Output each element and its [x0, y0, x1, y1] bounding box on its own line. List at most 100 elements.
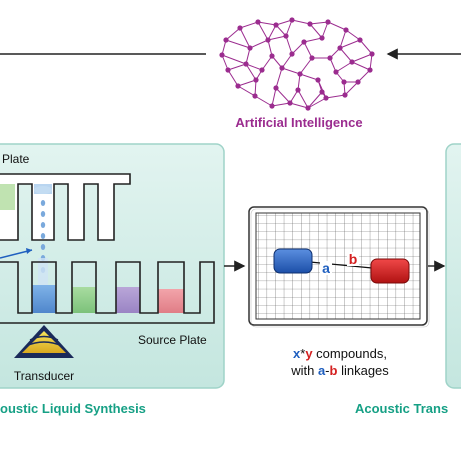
network-edge: [297, 73, 301, 91]
network-edge: [307, 91, 323, 109]
network-edge: [245, 47, 251, 65]
network-node: [279, 65, 285, 71]
ai-label: Artificial Intelligence: [235, 115, 362, 130]
network-node: [349, 59, 355, 65]
synthesis-caption: oustic Liquid Synthesis: [0, 401, 146, 416]
network-edge: [291, 41, 305, 55]
network-node: [315, 77, 321, 83]
source-plate: [0, 261, 215, 324]
network-edge: [237, 79, 257, 87]
network-edge: [271, 102, 291, 107]
network-edge: [307, 97, 327, 109]
network-node: [323, 95, 329, 101]
transducer-label: Transducer: [14, 369, 74, 383]
network-edge: [297, 89, 309, 109]
network-edge: [257, 21, 277, 26]
network-edge: [303, 37, 323, 43]
network-edge: [275, 19, 293, 26]
network-node: [283, 33, 289, 39]
network-edge: [327, 21, 347, 31]
node-a-label: a: [322, 260, 330, 276]
compound-b-node: [370, 258, 410, 284]
network-edge: [344, 81, 359, 96]
network-node: [252, 93, 258, 99]
network-edge: [221, 54, 247, 65]
network-edge: [339, 47, 353, 63]
network-node: [309, 55, 315, 61]
network-edge: [299, 57, 313, 75]
network-node: [343, 27, 349, 33]
network-node: [355, 79, 361, 85]
network-edge: [239, 27, 251, 49]
network-node: [289, 17, 295, 23]
network-node: [367, 67, 373, 73]
network-node: [357, 37, 363, 43]
network-node: [295, 87, 301, 93]
network-edge: [254, 79, 257, 97]
network-edge: [359, 39, 373, 55]
network-node: [253, 77, 259, 83]
network-node: [273, 85, 279, 91]
network-edge: [339, 39, 361, 49]
network-edge: [357, 69, 371, 83]
network-edge: [261, 55, 273, 71]
compounds-line-1: x*y compounds,: [293, 346, 387, 361]
network-edge: [299, 73, 319, 81]
network-edge: [303, 41, 313, 59]
network-edge: [267, 39, 273, 57]
network-node: [289, 51, 295, 57]
network-node: [287, 100, 293, 106]
network-node: [369, 51, 375, 57]
network-edge: [249, 39, 269, 49]
network-edge: [225, 39, 251, 49]
network-edge: [321, 21, 329, 39]
network-node: [337, 45, 343, 51]
source-plate-label: Source Plate: [138, 333, 207, 347]
network-node: [319, 89, 325, 95]
network-edge: [275, 87, 291, 104]
transfer-panel: [445, 143, 461, 389]
network-edge: [309, 23, 323, 39]
network-edge: [271, 55, 283, 69]
network-node: [237, 25, 243, 31]
network-node: [319, 35, 325, 41]
network-edge: [221, 54, 229, 71]
network-edge: [267, 24, 277, 41]
network-node: [273, 22, 279, 28]
network-edge: [281, 53, 293, 69]
network-node: [327, 55, 333, 61]
network-node: [342, 92, 348, 98]
network-edge: [289, 102, 309, 109]
network-edge: [325, 94, 346, 99]
ai-network-icon: [219, 17, 375, 111]
network-node: [243, 61, 249, 67]
network-node: [265, 37, 271, 43]
network-node: [269, 103, 275, 109]
network-edge: [245, 63, 263, 71]
network-edge: [345, 29, 361, 41]
network-node: [235, 83, 241, 89]
transducer-icon: [14, 325, 74, 358]
network-node: [225, 67, 231, 73]
network-edge: [254, 95, 273, 107]
network-node: [333, 69, 339, 75]
plate-label: Plate: [2, 152, 30, 166]
network-node: [325, 19, 331, 25]
compound-grid: [248, 206, 430, 328]
network-edge: [335, 61, 353, 73]
transfer-caption: Acoustic Trans: [355, 401, 448, 416]
network-edge: [281, 67, 301, 75]
network-edge: [267, 35, 287, 41]
network-node: [307, 21, 313, 27]
compounds-line-2: with a-b linkages: [290, 363, 389, 378]
network-node: [255, 19, 261, 25]
network-edge: [275, 67, 283, 89]
network-edge: [227, 63, 247, 71]
network-node: [259, 67, 265, 73]
droplet-stream: [34, 186, 52, 288]
network-edge: [351, 61, 371, 71]
network-edge: [285, 19, 293, 37]
network-edge: [225, 27, 241, 41]
network-edge: [271, 87, 277, 107]
